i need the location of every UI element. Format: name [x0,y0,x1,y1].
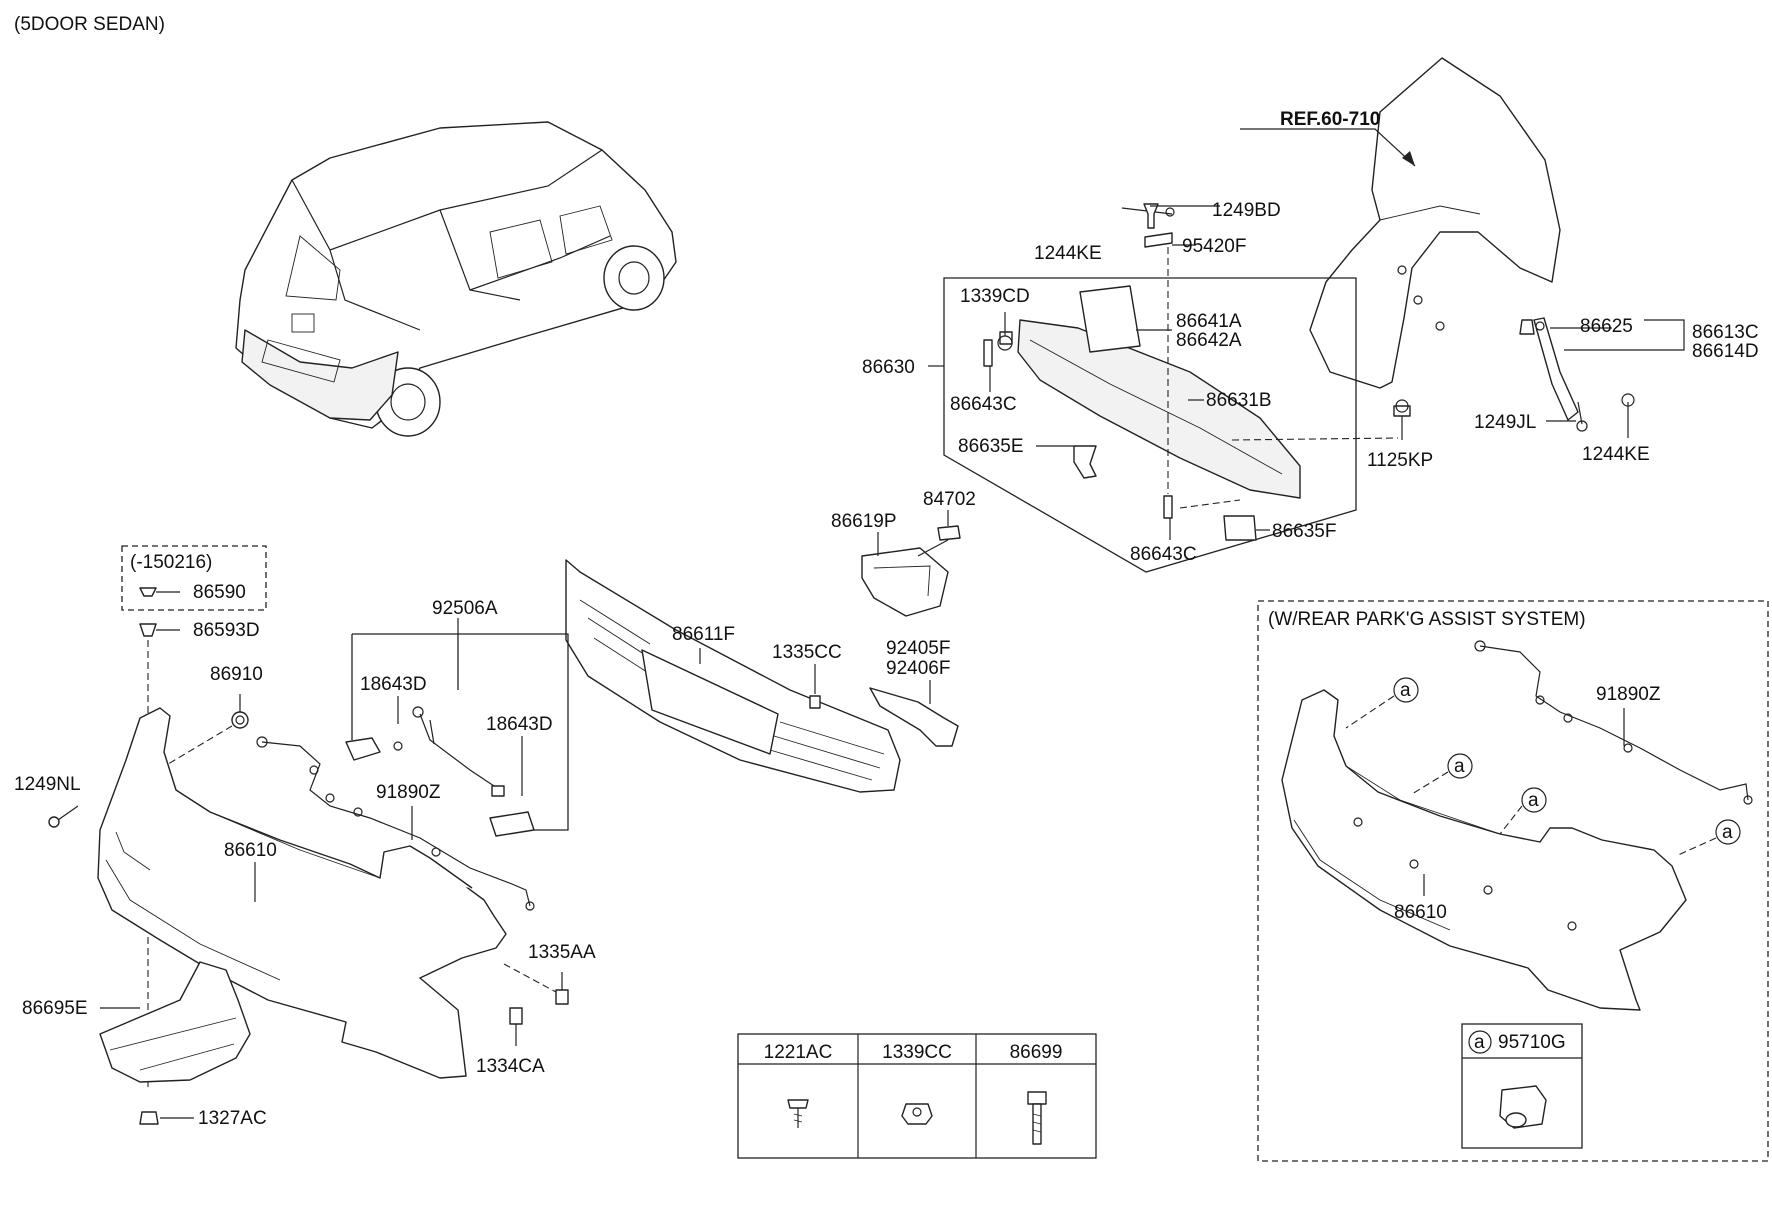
callout-1327AC[interactable]: 1327AC [198,1108,267,1129]
marker-a-4: a [1675,819,1741,857]
park-assist-harness[interactable]: 91890Z [1596,684,1661,705]
callout-86613C[interactable]: 86613C [1692,322,1759,343]
reflector-92405F [869,687,959,747]
callout-1249NL[interactable]: 1249NL [14,774,81,795]
park-assist-bumper[interactable]: 86610 [1394,902,1447,923]
dash-86910 [157,725,233,771]
marker-a-label-2: a [1454,756,1465,777]
beam-top-fasteners [1121,203,1220,248]
marker-a-3: a [1499,787,1547,835]
callout-86635E[interactable]: 86635E [958,436,1024,457]
callout-86625[interactable]: 86625 [1580,316,1633,337]
wire-harness-small [345,706,535,837]
callout-86631B[interactable]: 86631B [1206,390,1272,411]
park-assist-title: (W/REAR PARK'G ASSIST SYSTEM) [1268,609,1586,630]
callout-86695E[interactable]: 86695E [22,998,88,1019]
bolt-1125KP [1393,399,1411,440]
callout-86593D[interactable]: 86593D [193,620,260,641]
callout-86643C-top[interactable]: 86643C [950,394,1017,415]
callout-18643D-b[interactable]: 18643D [486,714,553,735]
sensor-marker: a [1474,1032,1485,1053]
marker-a-label-4: a [1722,822,1733,843]
callout-86614D[interactable]: 86614D [1692,341,1759,362]
callout-86643C-bot[interactable]: 86643C [1130,544,1197,565]
date-range-box [121,545,267,611]
callout-86642A[interactable]: 86642A [1176,330,1242,351]
bracket-86619P [861,525,961,617]
callout-1244KE-top[interactable]: 1244KE [1034,243,1102,264]
callout-1125KP[interactable]: 1125KP [1367,450,1433,471]
callout-1339CD[interactable]: 1339CD [960,286,1030,307]
ref-arrowhead [1402,151,1415,166]
rear-beam-group [943,236,1399,573]
callout-1249JL[interactable]: 1249JL [1474,412,1536,433]
fastener-header-3: 86699 [1010,1042,1063,1063]
variant-title: (5DOOR SEDAN) [14,14,165,35]
fastener-header-1: 1221AC [764,1042,833,1063]
callout-92506A[interactable]: 92506A [432,598,498,619]
clip-1334CA [509,1007,523,1046]
undercover-86695E [99,961,251,1083]
bolt-86699-icon [1027,1091,1047,1145]
clip-86590 [139,587,180,597]
ref-label[interactable]: REF.60-710 [1280,109,1380,130]
callout-91890Z[interactable]: 91890Z [376,782,441,803]
callout-150216[interactable]: (-150216) [130,552,212,573]
park-assist-panel [1257,600,1769,1162]
callout-1249BD[interactable]: 1249BD [1212,200,1281,221]
nut-1327AC [139,1111,194,1125]
fastener-table: 1221AC 1339CC 86699 [737,1033,1097,1159]
marker-a-2: a [1411,753,1473,795]
callout-86610[interactable]: 86610 [224,840,277,861]
screw-1249NL [48,805,79,828]
clip-1335AA [503,963,569,1005]
callout-95420F[interactable]: 95420F [1182,236,1246,257]
marker-a-label-1: a [1400,680,1411,701]
fastener-header-2: 1339CC [882,1042,952,1063]
side-bracket-group [1519,317,1685,438]
callout-86635F[interactable]: 86635F [1272,521,1336,542]
rear-fender-reference [1309,57,1561,389]
callout-86590[interactable]: 86590 [193,582,246,603]
harness-bracket-lines [351,633,569,831]
diffuser-86611F [565,559,901,793]
callout-86619P[interactable]: 86619P [831,511,897,532]
clip-86593D [139,623,180,637]
callout-1335AA[interactable]: 1335AA [528,942,596,963]
vehicle-illustration [235,121,677,437]
callout-1244KE-right[interactable]: 1244KE [1582,444,1650,465]
sensor-box: a 95710G [1461,1023,1583,1149]
callout-84702[interactable]: 84702 [923,489,976,510]
wire-harness-91890Z [256,736,535,911]
callout-92406F[interactable]: 92406F [886,658,950,679]
grommet-86910 [231,694,249,729]
nut-1339CC-icon [901,1103,933,1125]
bumper-86610-left [97,707,507,1079]
callout-86630[interactable]: 86630 [862,357,915,378]
marker-a-label-3: a [1528,790,1539,811]
callout-1335CC[interactable]: 1335CC [772,642,842,663]
callout-86611F[interactable]: 86611F [672,624,735,645]
callout-1334CA[interactable]: 1334CA [476,1056,545,1077]
screw-1221AC-icon [787,1099,809,1128]
ref-leader [1240,128,1416,167]
parking-sensor-icon [1499,1085,1547,1129]
marker-a-1: a [1345,677,1419,729]
callout-86910[interactable]: 86910 [210,664,263,685]
bumper-86610-right [1281,689,1687,1011]
sensor-part[interactable]: 95710G [1498,1032,1566,1053]
callout-86641A[interactable]: 86641A [1176,311,1242,332]
wire-harness-91890Z-right [1474,640,1753,805]
callout-92405F[interactable]: 92405F [886,638,950,659]
callout-18643D-a[interactable]: 18643D [360,674,427,695]
